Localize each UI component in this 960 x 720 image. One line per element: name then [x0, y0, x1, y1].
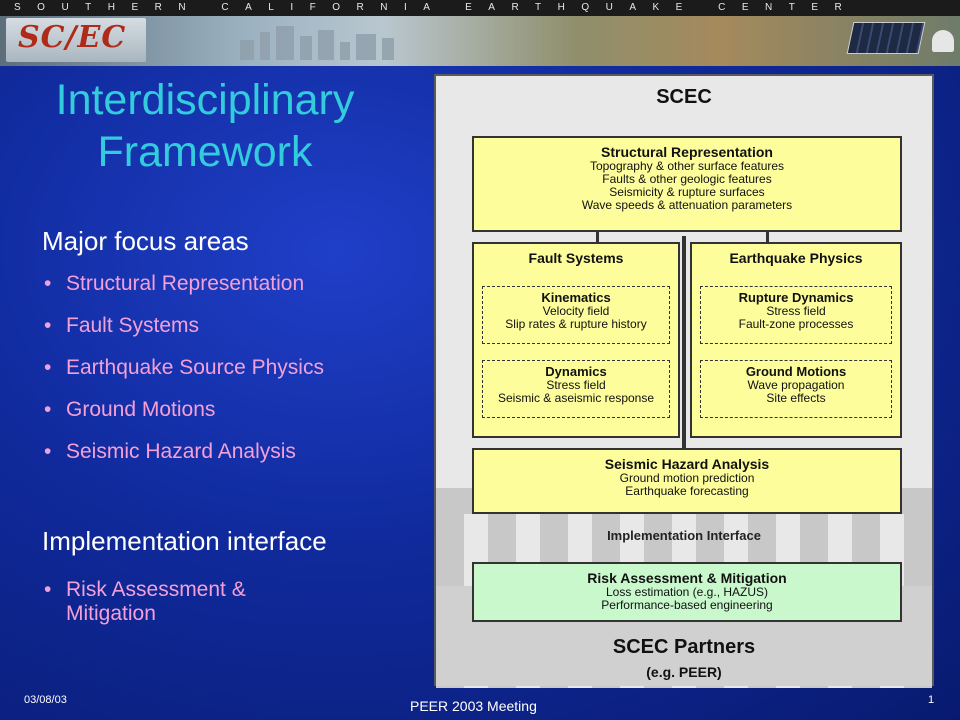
- ground-motions-line: Site effects: [766, 391, 826, 405]
- fault-systems-box: Fault Systems Kinematics Velocity field …: [472, 242, 680, 438]
- structural-line: Faults & other geologic features: [602, 172, 772, 186]
- major-focus-item: Structural Representation: [44, 272, 324, 296]
- scec-logo: [6, 18, 146, 62]
- diagram-title: SCEC: [656, 86, 712, 108]
- framework-diagram: SCEC Structural Representation Topograph…: [434, 74, 934, 688]
- structural-title: Structural Representation: [601, 144, 773, 160]
- earthquake-physics-box: Earthquake Physics Rupture Dynamics Stre…: [690, 242, 902, 438]
- footer-meeting: PEER 2003 Meeting: [410, 698, 537, 714]
- kinematics-line: Velocity field: [542, 304, 610, 318]
- structural-line: Wave speeds & attenuation parameters: [581, 198, 793, 212]
- kinematics-title: Kinematics: [541, 290, 611, 305]
- ground-motions-line: Wave propagation: [747, 378, 845, 392]
- earthquake-physics-title: Earthquake Physics: [729, 250, 863, 266]
- slide-title-line2: Framework: [97, 128, 313, 176]
- major-focus-item: Ground Motions: [44, 398, 324, 422]
- risk-line: Performance-based engineering: [601, 598, 773, 612]
- footer-date: 03/08/03: [24, 694, 67, 706]
- structural-representation-box: Structural Representation Topography & o…: [472, 136, 902, 232]
- risk-assessment-box: Risk Assessment & Mitigation Loss estima…: [472, 562, 902, 622]
- dynamics-box: Dynamics Stress field Seismic & aseismic…: [482, 360, 670, 418]
- fault-systems-title: Fault Systems: [528, 250, 624, 266]
- city-skyline-image: [230, 26, 490, 60]
- rupture-dynamics-line: Fault-zone processes: [738, 317, 854, 331]
- scec-logo-text: SC/EC: [18, 20, 127, 55]
- dynamics-title: Dynamics: [545, 364, 607, 379]
- page-number: 1: [928, 694, 935, 706]
- rupture-dynamics-title: Rupture Dynamics: [738, 290, 854, 305]
- connector-line: [682, 236, 686, 450]
- gps-antenna-image: [932, 30, 954, 52]
- seismic-hazard-line: Ground motion prediction: [619, 471, 755, 485]
- dynamics-line: Seismic & aseismic response: [497, 391, 655, 405]
- implementation-interface-label: Implementation Interface: [607, 528, 761, 543]
- structural-line: Topography & other surface features: [589, 159, 785, 173]
- kinematics-line: Slip rates & rupture history: [505, 317, 647, 331]
- slide-title: Interdisciplinary Framework: [20, 74, 390, 178]
- dynamics-line: Stress field: [546, 378, 606, 392]
- major-focus-item: Fault Systems: [44, 314, 324, 338]
- solar-panel-image: [846, 22, 926, 54]
- scec-partners-label: SCEC Partners: [612, 636, 756, 658]
- implementation-item: Risk Assessment & Mitigation: [44, 578, 324, 626]
- seismic-hazard-title: Seismic Hazard Analysis: [604, 456, 770, 472]
- header-banner: SOUTHERN CALIFORNIA EARTHQUAKE CENTER SC…: [0, 0, 960, 66]
- implementation-list: Risk Assessment & Mitigation: [44, 578, 324, 644]
- major-focus-item: Earthquake Source Physics: [44, 356, 324, 380]
- slide-title-line1: Interdisciplinary: [55, 76, 355, 124]
- ground-motions-title: Ground Motions: [745, 364, 847, 379]
- banner-title-strip: SOUTHERN CALIFORNIA EARTHQUAKE CENTER: [0, 0, 960, 16]
- scec-partners-sub: (e.g. PEER): [646, 664, 722, 680]
- rupture-dynamics-line: Stress field: [766, 304, 826, 318]
- seismic-hazard-box: Seismic Hazard Analysis Ground motion pr…: [472, 448, 902, 514]
- major-focus-item: Seismic Hazard Analysis: [44, 440, 324, 464]
- rupture-dynamics-box: Rupture Dynamics Stress field Fault-zone…: [700, 286, 892, 344]
- kinematics-box: Kinematics Velocity field Slip rates & r…: [482, 286, 670, 344]
- implementation-heading: Implementation interface: [42, 526, 327, 556]
- major-focus-heading: Major focus areas: [42, 226, 249, 256]
- structural-line: Seismicity & rupture surfaces: [609, 185, 765, 199]
- major-focus-list: Structural Representation Fault Systems …: [44, 272, 324, 482]
- ground-motions-box: Ground Motions Wave propagation Site eff…: [700, 360, 892, 418]
- risk-line: Loss estimation (e.g., HAZUS): [605, 585, 769, 599]
- risk-title: Risk Assessment & Mitigation: [587, 570, 787, 586]
- seismic-hazard-line: Earthquake forecasting: [625, 484, 749, 498]
